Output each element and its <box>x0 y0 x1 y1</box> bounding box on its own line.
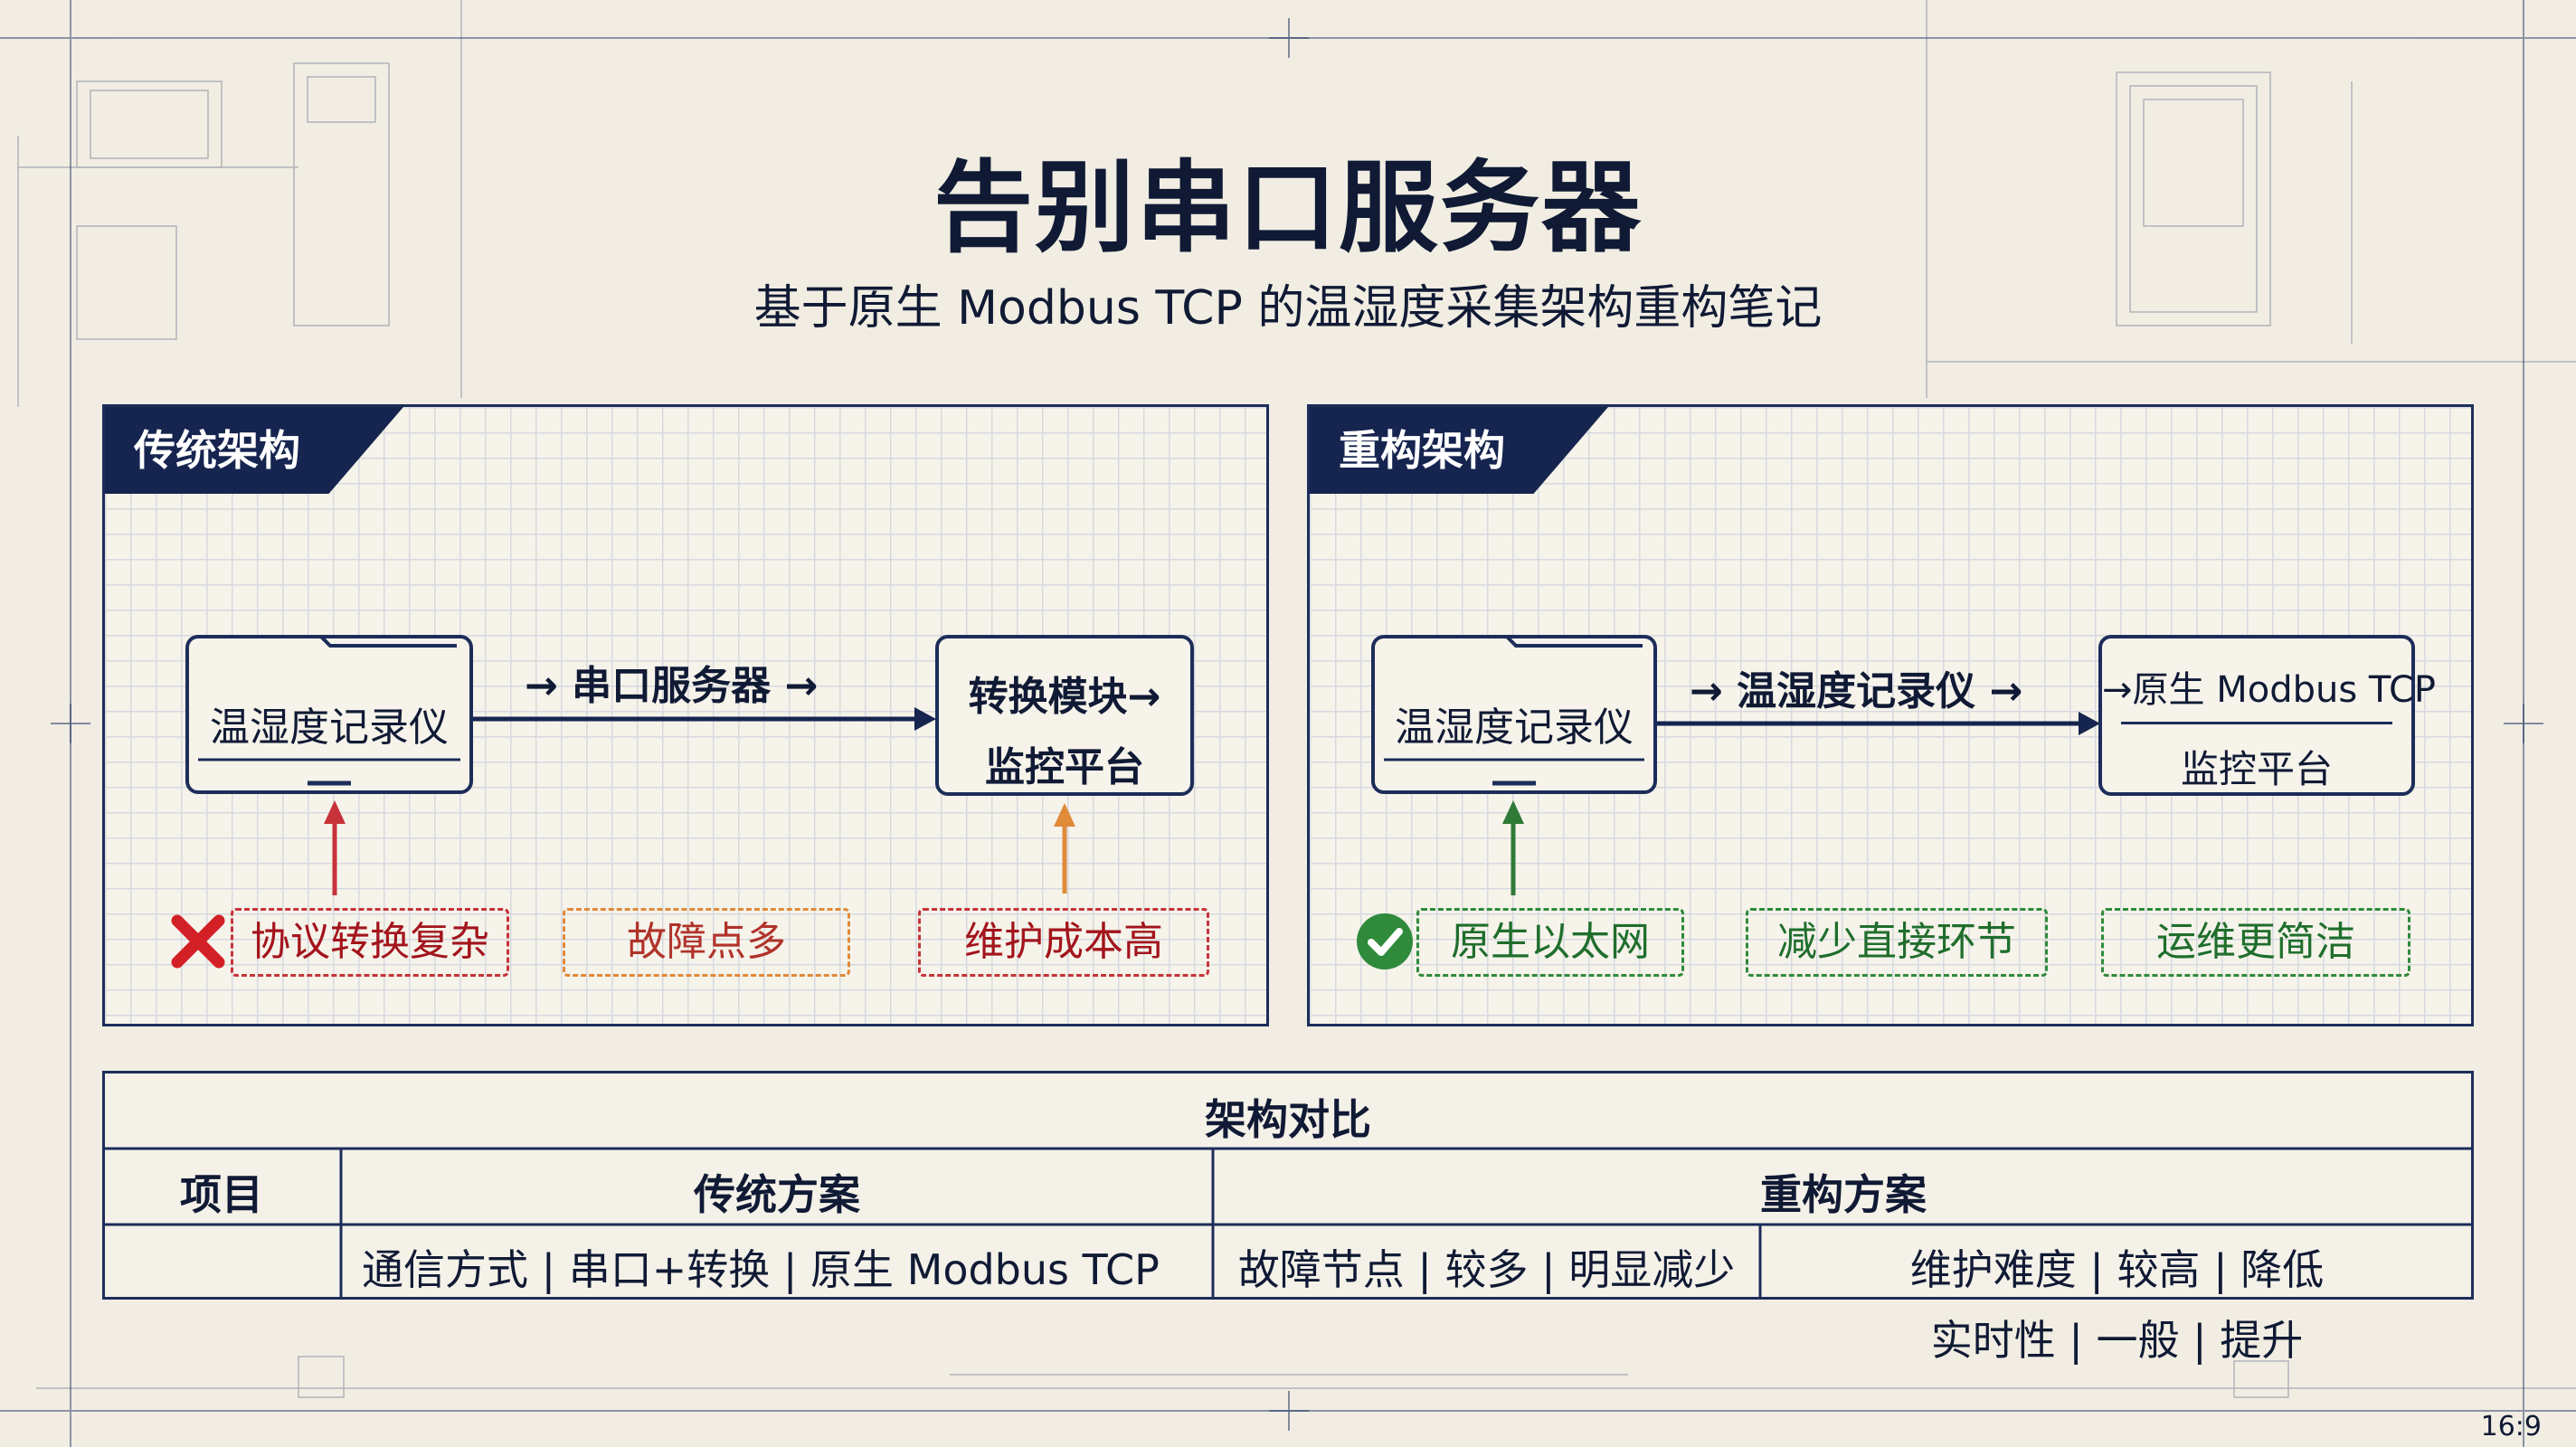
left-device-up-arrow <box>324 800 346 895</box>
left-device-label: 温湿度记录仪 <box>210 705 449 751</box>
right-target-line2: 监控平台 <box>2180 747 2333 791</box>
row-communication: 通信方式 | 串口+转换 | 原生 Modbus TCP <box>362 1245 1160 1294</box>
benefit-native-ethernet: 原生以太网 <box>1416 908 1684 977</box>
right-target-box: →原生 Modbus TCP 监控平台 <box>2098 635 2437 796</box>
benefit-fewer-steps: 减少直接环节 <box>1746 908 2048 977</box>
right-device-up-arrow <box>1502 800 1524 895</box>
header-refactored: 重构方案 <box>1760 1170 1927 1219</box>
page-subtitle: 基于原生 Modbus TCP 的温湿度采集架构重构笔记 <box>753 281 1823 336</box>
right-target-divider <box>2121 722 2392 724</box>
left-target-line1: 转换模块→ <box>968 674 1161 720</box>
comparison-table <box>102 1071 2474 1300</box>
right-flow-arrow <box>1657 712 2100 735</box>
left-flow-label: → 串口服务器 → <box>525 663 819 709</box>
issue-maintenance-cost: 维护成本高 <box>918 908 1209 977</box>
row-realtime: 实时性 | 一般 | 提升 <box>1930 1316 2304 1365</box>
right-device-box: 温湿度记录仪 <box>1371 635 1657 794</box>
comparison-title: 架构对比 <box>1205 1095 1371 1144</box>
issue-fault-points: 故障点多 <box>563 908 850 977</box>
left-device-box: 温湿度记录仪 <box>185 635 473 794</box>
header-item: 项目 <box>180 1170 263 1219</box>
aspect-ratio-label: 16:9 <box>2480 1411 2542 1442</box>
benefit-simpler-ops: 运维更简洁 <box>2101 908 2410 977</box>
issue-protocol-conversion: 协议转换复杂 <box>231 908 509 977</box>
right-device-label: 温湿度记录仪 <box>1395 705 1634 751</box>
right-flow-label: → 温湿度记录仪 → <box>1690 668 2023 714</box>
left-monitor-icon <box>198 635 460 786</box>
cross-icon <box>171 914 225 969</box>
page-title: 告别串口服务器 <box>933 150 1643 266</box>
check-icon <box>1357 913 1413 969</box>
right-target-line1: →原生 Modbus TCP <box>2102 669 2437 711</box>
comparison-grid-lines <box>102 1147 2474 1300</box>
left-target-up-arrow <box>1054 803 1075 894</box>
left-target-line2: 监控平台 <box>985 744 1144 790</box>
header-traditional: 传统方案 <box>694 1170 860 1219</box>
row-maintenance: 维护难度 | 较高 | 降低 <box>1909 1245 2325 1294</box>
left-flow-arrow <box>473 707 936 731</box>
right-monitor-icon <box>1384 635 1644 786</box>
left-target-box: 转换模块→ 监控平台 <box>935 635 1194 796</box>
row-fault-nodes: 故障节点 | 较多 | 明显减少 <box>1237 1245 1736 1294</box>
